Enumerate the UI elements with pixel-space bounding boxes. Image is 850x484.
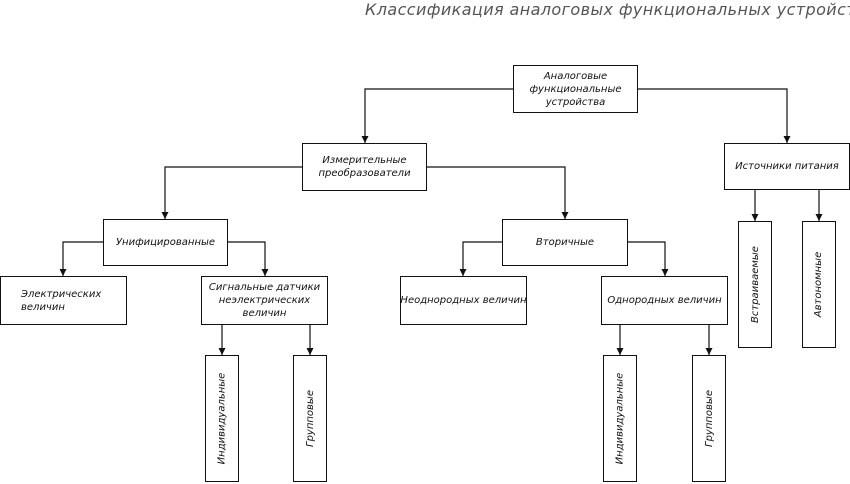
node-power-label: Источники питания [735,161,839,172]
node-power: Источники питания [724,143,850,190]
edge-secondary-heterogeneous [459,241,502,276]
node-signal-sensors: Сигнальные датчики неэлектрических велич… [201,276,328,325]
node-root: Аналоговые функциональные устройства [513,65,638,113]
node-heterogeneous: Неоднородных величин [400,276,527,325]
node-group-1-label: Групповые [304,390,316,447]
edge-measuring-unified [161,166,302,219]
node-unified-label: Унифицированные [115,237,216,248]
node-homogeneous: Однородных величин [601,276,728,325]
node-secondary: Вторичные [502,219,628,266]
edge-measuring-secondary [427,166,569,219]
node-autonomous-label: Автономные [813,251,825,318]
edge-secondary-homogeneous [628,241,669,276]
edge-root-power [638,88,791,143]
node-autonomous: Автономные [802,221,836,348]
node-builtin: Встраиваемые [738,221,772,348]
node-group-2: Групповые [692,355,726,482]
node-unified: Унифицированные [103,219,228,266]
node-homogeneous-label: Однородных величин [607,295,722,306]
edge-unified-signal [228,241,269,276]
node-individual-1-label: Индивидуальные [216,372,228,465]
node-individual-1: Индивидуальные [205,355,239,482]
node-root-label: Аналоговые функциональные устройства [529,70,622,108]
node-builtin-label: Встраиваемые [749,246,761,323]
node-group-1: Групповые [293,355,327,482]
edge-unified-electrical [59,241,103,276]
node-measuring: Измерительные преобразователи [302,143,427,191]
diagram-title: Классификация аналоговых функциональных … [365,0,850,19]
node-heterogeneous-label: Неоднородных величин [400,295,527,306]
node-electrical-label: Электрических величин [21,288,102,313]
node-secondary-label: Вторичные [535,237,595,248]
node-measuring-label: Измерительные преобразователи [318,155,411,179]
node-electrical: Электрических величин [0,276,127,325]
node-individual-2: Индивидуальные [603,355,637,482]
node-individual-2-label: Индивидуальные [614,372,626,465]
node-group-2-label: Групповые [703,390,715,447]
node-signal-sensors-label: Сигнальные датчики неэлектрических велич… [208,282,321,319]
edge-root-measuring [361,88,513,143]
